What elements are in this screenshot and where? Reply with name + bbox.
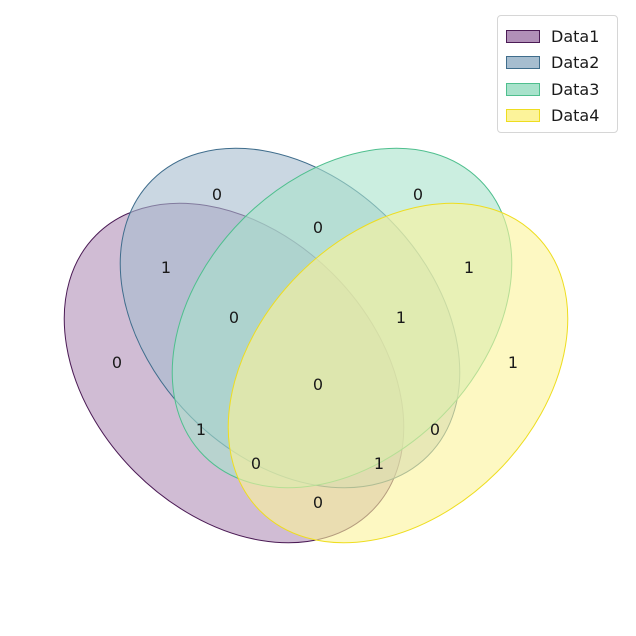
legend-label-data3: Data3 — [551, 79, 600, 99]
region-label-data2-data4: 0 — [430, 420, 440, 439]
region-label-data4-only: 1 — [508, 353, 518, 372]
legend-item-data4: Data4 — [506, 103, 609, 130]
region-label-data1-data3-data4: 1 — [374, 454, 384, 473]
region-label-data1-data2: 1 — [161, 258, 171, 277]
legend-item-data1: Data1 — [506, 23, 609, 50]
region-label-all-sets: 0 — [313, 375, 323, 394]
legend-label-data2: Data2 — [551, 53, 600, 73]
region-label-data2-only: 0 — [212, 185, 222, 204]
region-label-data3-data4: 1 — [464, 258, 474, 277]
region-label-data1-data2-data4: 0 — [251, 454, 261, 473]
legend-item-data3: Data3 — [506, 76, 609, 103]
region-label-data2-data3-data4: 1 — [396, 308, 406, 327]
legend-swatch-data4 — [506, 109, 540, 123]
region-label-data2-data3: 0 — [313, 218, 323, 237]
legend: Data1 Data2 Data3 Data4 — [497, 15, 618, 133]
legend-item-data2: Data2 — [506, 50, 609, 77]
legend-swatch-data1 — [506, 29, 540, 43]
region-label-data1-data3: 1 — [196, 420, 206, 439]
region-label-data1-only: 0 — [112, 353, 122, 372]
legend-swatch-data2 — [506, 56, 540, 70]
legend-label-data4: Data4 — [551, 106, 600, 126]
region-label-data1-data4: 0 — [313, 493, 323, 512]
region-label-data1-data2-data3: 0 — [229, 308, 239, 327]
legend-label-data1: Data1 — [551, 26, 600, 46]
legend-swatch-data3 — [506, 82, 540, 96]
set-ellipse-data4 — [227, 202, 569, 544]
region-label-data3-only: 0 — [413, 185, 423, 204]
